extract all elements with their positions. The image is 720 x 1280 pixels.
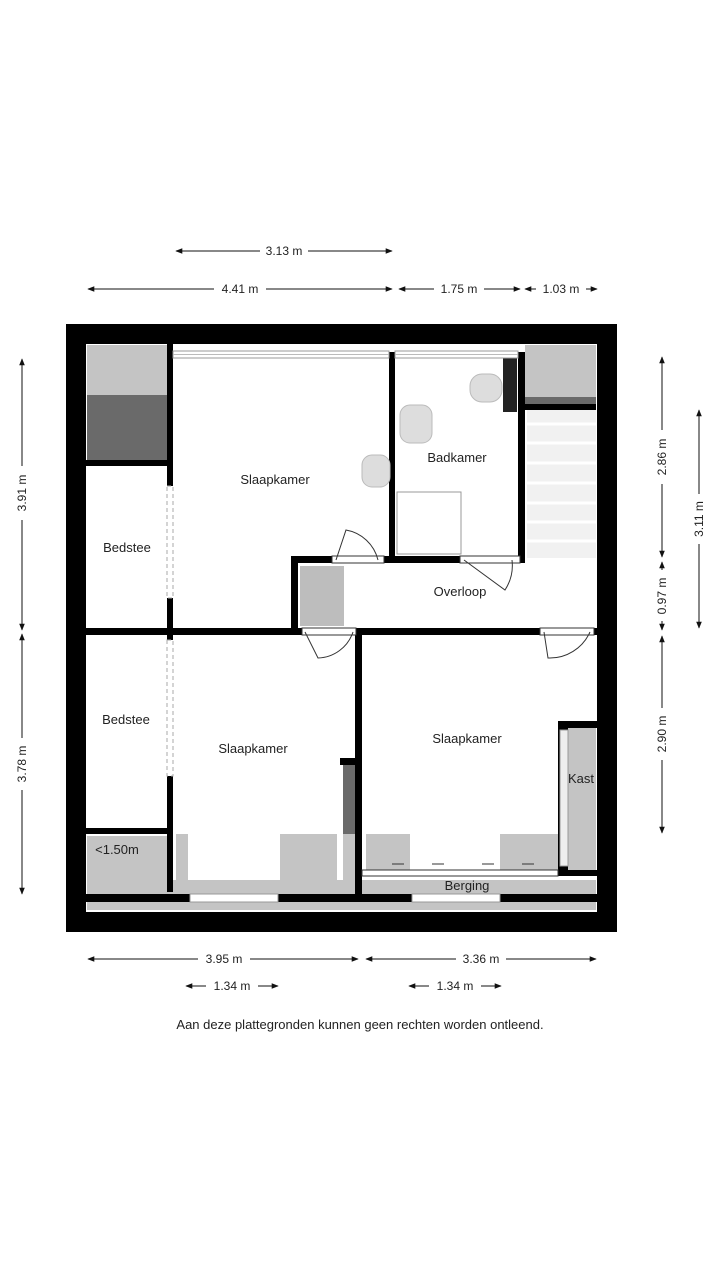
- room-label-bedstee-top: Bedstee: [103, 540, 151, 555]
- room-label-bedstee-bottom: Bedstee: [102, 712, 150, 727]
- dimension-top-mid: 1.75 m: [398, 282, 521, 296]
- svg-text:3.36 m: 3.36 m: [463, 952, 500, 966]
- room-label-slaapkamer-right: Slaapkamer: [432, 731, 502, 746]
- dimension-left-lower: 3.78 m: [15, 633, 29, 895]
- room-label-kast: Kast: [568, 771, 594, 786]
- svg-text:3.78 m: 3.78 m: [15, 746, 29, 783]
- svg-text:3.95 m: 3.95 m: [206, 952, 243, 966]
- room-label-slaapkamer-top: Slaapkamer: [240, 472, 310, 487]
- disclaimer-text: Aan deze plattegronden kunnen geen recht…: [176, 1017, 544, 1032]
- dimension-bottom-inner-right: 1.34 m: [408, 979, 502, 993]
- svg-text:4.41 m: 4.41 m: [222, 282, 259, 296]
- room-label-badkamer: Badkamer: [427, 450, 487, 465]
- svg-text:2.86 m: 2.86 m: [655, 439, 669, 476]
- doors[interactable]: [301, 529, 595, 877]
- room-label-low-ceiling: <1.50m: [95, 842, 139, 857]
- dimension-bottom-inner-left: 1.34 m: [185, 979, 279, 993]
- low-ceiling-areas: [87, 345, 596, 910]
- room-label-overloop: Overloop: [434, 584, 487, 599]
- windows: [166, 350, 519, 903]
- bathroom-fixtures: [361, 373, 569, 867]
- svg-text:3.91 m: 3.91 m: [15, 475, 29, 512]
- dimension-right-lower: 2.90 m: [655, 635, 669, 834]
- dimension-top-right: 1.03 m: [524, 282, 598, 296]
- svg-text:2.90 m: 2.90 m: [655, 716, 669, 753]
- svg-text:0.97 m: 0.97 m: [655, 578, 669, 615]
- svg-text:1.03 m: 1.03 m: [543, 282, 580, 296]
- svg-text:1.75 m: 1.75 m: [441, 282, 478, 296]
- svg-text:3.11 m: 3.11 m: [692, 501, 706, 537]
- staircase: [527, 410, 596, 558]
- room-label-berging: Berging: [445, 878, 490, 893]
- svg-text:3.13 m: 3.13 m: [266, 244, 303, 258]
- dimension-top-inner: 3.13 m: [175, 244, 393, 258]
- dimension-bottom-left: 3.95 m: [87, 952, 359, 966]
- svg-text:1.34 m: 1.34 m: [214, 979, 251, 993]
- dimension-bottom-right: 3.36 m: [365, 952, 597, 966]
- dimension-left-upper: 3.91 m: [15, 358, 29, 631]
- dimension-top-left: 4.41 m: [87, 282, 393, 296]
- room-label-slaapkamer-left: Slaapkamer: [218, 741, 288, 756]
- dimension-right-upper: 2.86 m: [655, 356, 669, 558]
- dimension-right-mid: 0.97 m: [655, 561, 669, 631]
- dimension-right-outer: 3.11 m: [692, 409, 706, 629]
- svg-text:1.34 m: 1.34 m: [437, 979, 474, 993]
